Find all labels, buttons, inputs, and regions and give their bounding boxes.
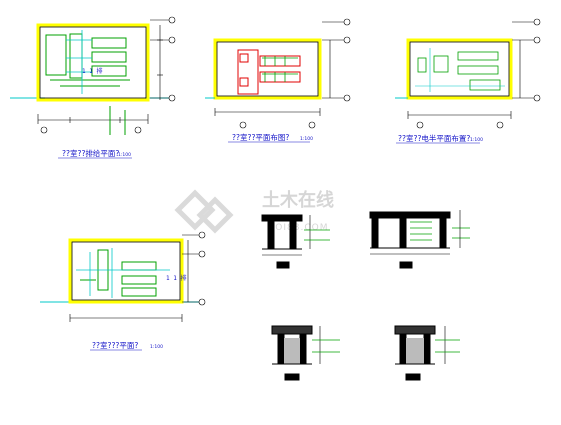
watermark: 土木在线 COI88.COM <box>174 189 334 234</box>
section-detail-3 <box>271 325 340 381</box>
plan-top-left-scale: 1:100 <box>118 152 131 158</box>
section-detail-1 <box>261 214 330 269</box>
section-detail-4 <box>394 325 460 381</box>
section-detail-2 <box>369 210 470 269</box>
plan-bottom-left: 1 1 排 ??室???平面? 1:100 <box>40 231 206 351</box>
plan-top-left-room-label: 1 1 排 <box>82 67 102 75</box>
plan-top-middle: ??室??平面布图? 1:100 <box>205 18 351 143</box>
plan-bottom-left-room-label: 1 1 排 <box>166 274 186 282</box>
plan-top-right-caption: ??室??电半平面布置? <box>398 133 470 143</box>
plan-top-left-caption: ??室??排给平面? <box>62 148 119 158</box>
plan-top-right-scale: 1:100 <box>470 137 483 143</box>
watermark-url: COI88.COM <box>268 223 328 233</box>
watermark-logo-icon <box>174 189 234 234</box>
watermark-brand: 土木在线 <box>262 189 334 211</box>
plan-bottom-left-scale: 1:100 <box>150 344 163 350</box>
plan-top-middle-scale: 1:100 <box>300 136 313 142</box>
plan-top-middle-caption: ??室??平面布图? <box>232 132 289 142</box>
plan-top-right: ??室??电半平面布置? 1:100 <box>395 18 541 144</box>
plan-top-left: 1 1 排 ??室??排给平面? 1:100 <box>10 16 176 159</box>
plan-bottom-left-caption: ??室???平面? <box>92 340 138 350</box>
